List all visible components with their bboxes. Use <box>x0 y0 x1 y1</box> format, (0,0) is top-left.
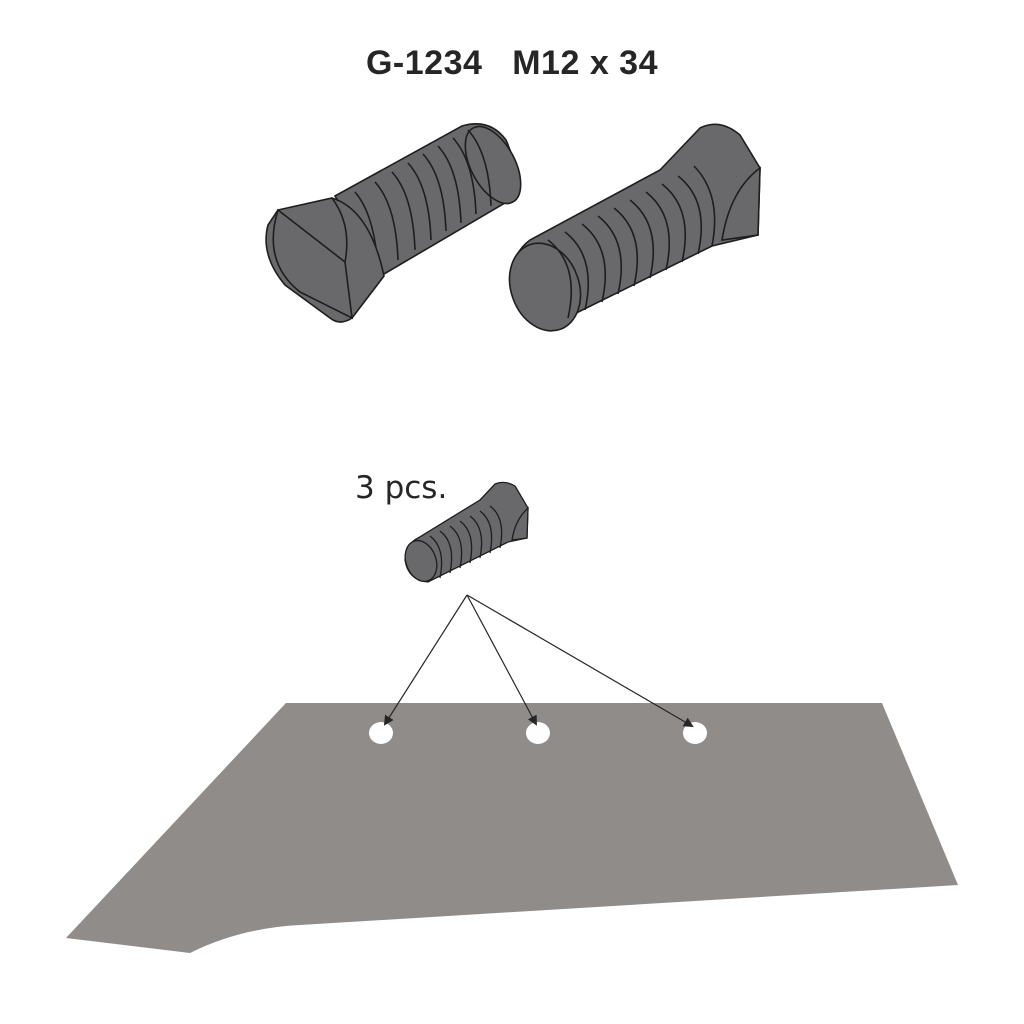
plow-bolt-small-icon <box>404 481 529 583</box>
arrow-to-hole-2 <box>466 594 537 726</box>
plow-bolt-head-view-icon <box>265 123 522 323</box>
bolt-hole <box>683 722 707 744</box>
part-title: G-1234 M12 x 34 <box>365 44 658 82</box>
plow-blade-icon <box>66 703 958 953</box>
assembly-arrows <box>383 594 694 728</box>
arrow-to-hole-3 <box>466 594 694 728</box>
bolt-hole <box>526 722 550 744</box>
arrow-to-hole-1 <box>383 594 468 726</box>
bolt-hole <box>369 722 393 744</box>
plow-bolt-thread-view-icon <box>508 123 761 332</box>
quantity-label: 3 pcs. <box>355 470 448 506</box>
